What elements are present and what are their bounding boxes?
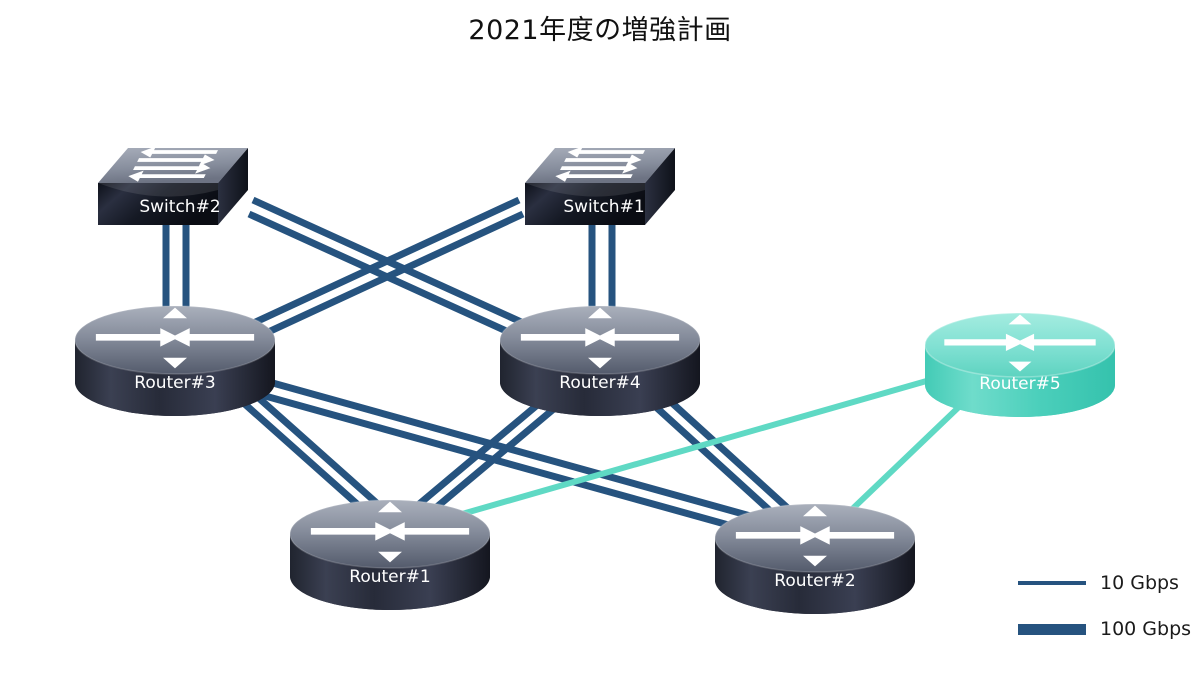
legend-label-100gbps: 100 Gbps	[1100, 618, 1192, 640]
link-router5-router1	[454, 377, 931, 519]
page-title: 2021年度の増強計画	[468, 15, 732, 46]
legend-swatch-wrap-100gbps	[1018, 623, 1090, 635]
links-layer	[162, 196, 965, 540]
legend-line-10gbps	[1018, 581, 1086, 585]
legend-label-10gbps: 10 Gbps	[1100, 572, 1179, 594]
link-router4-router2	[643, 389, 795, 521]
node-router2[interactable]	[714, 503, 916, 614]
legend-line-100gbps	[1018, 623, 1086, 635]
link-router3-router2	[257, 376, 773, 540]
legend: 10 Gbps 100 Gbps	[1018, 570, 1198, 662]
legend-swatch-wrap-10gbps	[1018, 581, 1090, 585]
link-router3-router1	[235, 389, 383, 515]
node-switch1[interactable]	[525, 146, 675, 225]
node-router5[interactable]	[924, 312, 1116, 417]
node-router4[interactable]	[499, 305, 701, 416]
node-router3[interactable]	[74, 305, 276, 416]
legend-item-10gbps: 10 Gbps	[1018, 570, 1198, 596]
legend-item-100gbps: 100 Gbps	[1018, 616, 1198, 642]
link-switch1-router3	[232, 196, 525, 350]
node-router1[interactable]	[289, 499, 491, 610]
node-switch2[interactable]	[98, 146, 248, 225]
link-router5-router2	[842, 401, 965, 519]
